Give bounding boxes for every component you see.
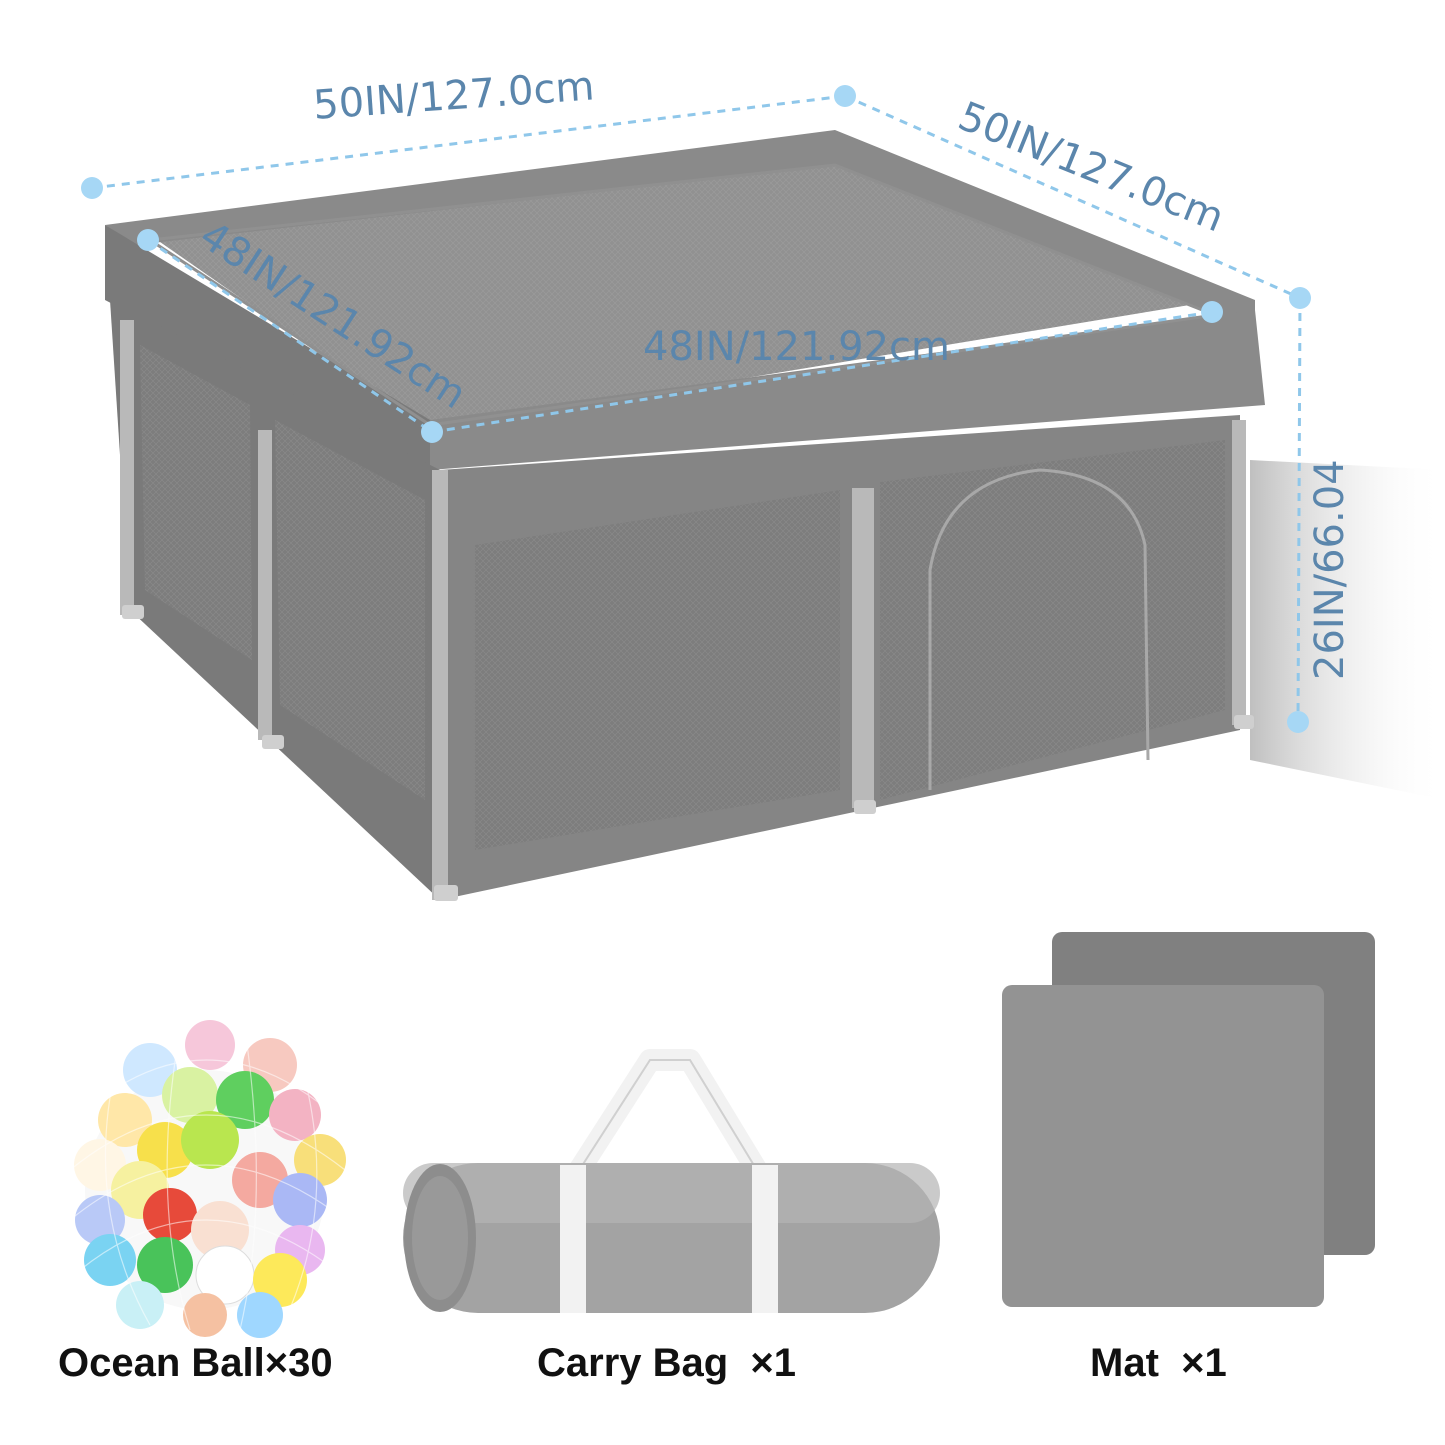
- folding-mat-icon: [1002, 932, 1375, 1307]
- inner-width-label: 48IN/121.92cm: [643, 324, 951, 370]
- height-label: 26IN/66.04: [1307, 459, 1353, 680]
- front-mesh-right: [880, 440, 1225, 800]
- dimension-endpoints: [81, 85, 1311, 733]
- ocean-ball-label: Ocean Ball×30: [58, 1341, 333, 1385]
- front-mesh-left: [475, 490, 840, 850]
- carry-bag-icon: [403, 1049, 940, 1313]
- pole-feet: [122, 605, 1254, 901]
- left-mesh-1: [140, 345, 252, 660]
- ball-pit-balls-icon: [69, 1020, 346, 1338]
- left-mesh-2: [275, 420, 425, 800]
- inner-frame: [105, 130, 1255, 330]
- top-rim-front: [430, 310, 1265, 470]
- zipper-door: [928, 468, 1150, 790]
- carry-bag-label: Carry Bag ×1: [537, 1341, 797, 1385]
- back-wall-mesh: [150, 160, 1220, 430]
- mat-label: Mat ×1: [1090, 1341, 1227, 1385]
- dimension-lines: [91, 94, 1302, 723]
- poles: [120, 320, 1246, 900]
- top-rim-left: [105, 225, 430, 470]
